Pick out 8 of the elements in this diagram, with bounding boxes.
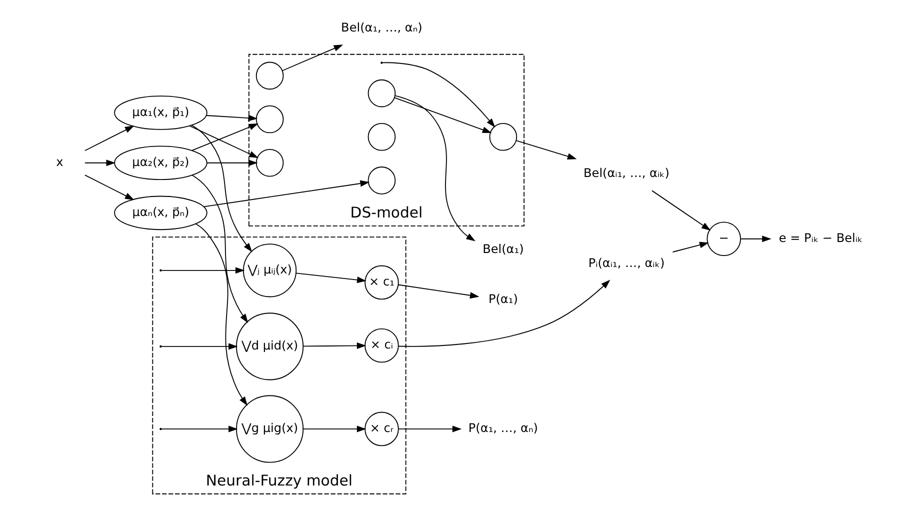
node-text: Bel(α₁, …, αₙ) [340,20,422,35]
node-text: x [56,155,63,170]
node-text: P(α₁, …, αₙ) [468,421,538,436]
node-text: P(α₁) [488,292,518,306]
node-text: Pᵢ(αᵢ₁, …, αᵢₖ) [588,256,664,270]
node-text: Bel(αᵢ₁, …, αᵢₖ) [583,166,669,180]
node-text: e = Pᵢₖ − Belᵢₖ [778,231,862,246]
node-text: Bel(α₁) [482,242,524,256]
